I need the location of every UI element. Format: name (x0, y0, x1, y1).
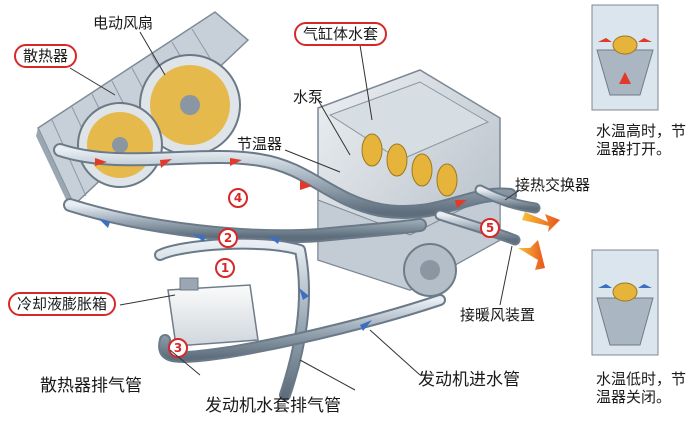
marker-4-label: 4 (234, 191, 242, 205)
expansion-tank (167, 277, 259, 347)
marker-3: 3 (168, 338, 188, 358)
marker-3-label: 3 (174, 341, 182, 355)
electric-fan (77, 54, 241, 188)
engine-block (317, 69, 501, 297)
heat-exchanger-label: 接热交换器 (515, 176, 591, 194)
engine-inlet-label: 发动机进水管 (418, 370, 520, 390)
marker-1-label: 1 (221, 261, 229, 275)
thermostat-closed-inset (591, 249, 659, 356)
thermostat-closed-caption-line-2: 温器关闭。 (596, 388, 672, 406)
expansion-tank-label: 冷却液膨胀箱 (8, 292, 117, 316)
marker-4: 4 (228, 188, 248, 208)
jacket-outlet-label: 发动机水套排气管 (205, 396, 341, 416)
number-markers: 1 2 3 4 5 (168, 188, 500, 358)
marker-2-label: 2 (224, 231, 232, 245)
thermostat-open-inset (591, 4, 659, 111)
thermostat-open-caption-line-1: 水温高时，节 (596, 122, 687, 140)
radiator-outlet-label: 散热器排气管 (40, 376, 142, 396)
water-jacket-label: 气缸体水套 (294, 22, 388, 46)
heater-label: 接暖风装置 (460, 306, 536, 324)
flow-arrows (95, 158, 467, 331)
coolant-pipes (53, 143, 541, 401)
thermostat-open-caption-line-2: 温器打开。 (596, 140, 672, 158)
thermostat-open-caption: 水温高时，节 温器打开。 (596, 122, 700, 158)
marker-5-label: 5 (486, 221, 494, 235)
leader-lines (69, 31, 521, 391)
radiator-label: 散热器 (14, 44, 78, 68)
fan-label: 电动风扇 (93, 14, 154, 32)
pump-label: 水泵 (293, 88, 324, 106)
thermostat-label: 节温器 (237, 135, 283, 153)
marker-5: 5 (480, 218, 500, 238)
marker-2: 2 (218, 228, 238, 248)
thermostat-closed-caption-line-1: 水温低时，节 (596, 370, 687, 388)
thermostat-closed-caption: 水温低时，节 温器关闭。 (596, 370, 700, 406)
marker-1: 1 (215, 258, 235, 278)
heat-arrows (518, 212, 560, 270)
